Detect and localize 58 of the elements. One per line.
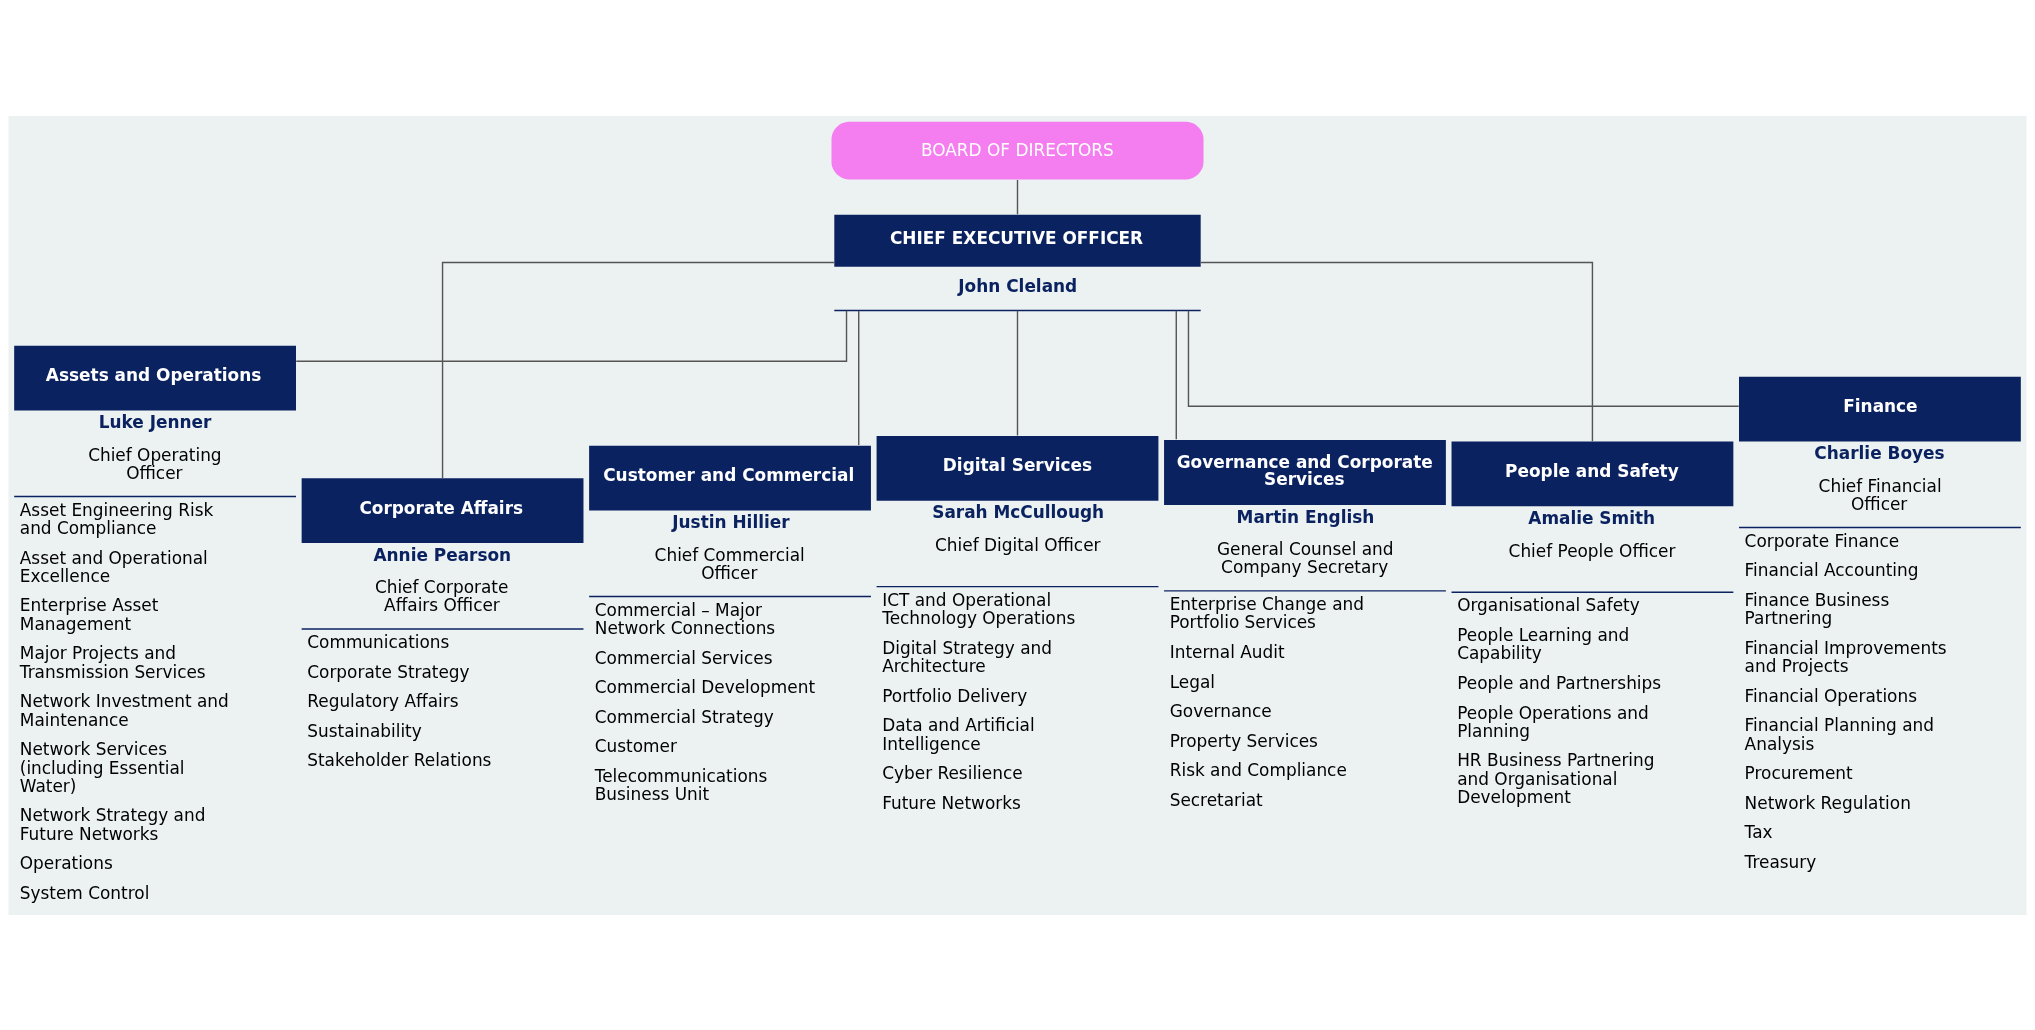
node-label: ICT and Operational Technology Operations bbox=[882, 589, 1076, 628]
node-label: Enterprise Change and Portfolio Services bbox=[1169, 593, 1364, 632]
node-label: Commercial Services bbox=[594, 647, 773, 668]
node-label: Network Strategy and Future Networks bbox=[19, 804, 206, 844]
node-label: Regulatory Affairs bbox=[307, 690, 459, 711]
node-label: Major Projects and Transmission Services bbox=[19, 642, 206, 682]
node-label: Cyber Resilience bbox=[882, 762, 1023, 783]
node-label: Digital Strategy and Architecture bbox=[882, 637, 1053, 676]
node-label: Financial Accounting bbox=[1744, 559, 1919, 580]
node-label: Risk and Compliance bbox=[1169, 759, 1347, 780]
node-label: Commercial Strategy bbox=[594, 706, 774, 727]
node-label: Secretariat bbox=[1169, 789, 1263, 810]
node-label: Network Services (including Essential Water) bbox=[19, 738, 185, 796]
node-label: John Cleland bbox=[958, 275, 1078, 296]
node-label: Property Services bbox=[1169, 730, 1318, 751]
node-label: Stakeholder Relations bbox=[307, 749, 492, 770]
node-label: Commercial – Major Network Connections bbox=[594, 599, 776, 638]
node-label: HR Business Partnering and Organisational Development bbox=[1457, 749, 1655, 807]
node-label: Tax bbox=[1744, 821, 1773, 842]
node-label: Asset and Operational Excellence bbox=[19, 547, 208, 586]
node-label: Customer bbox=[594, 735, 677, 756]
connector bbox=[858, 309, 860, 446]
node-label: Governance bbox=[1169, 700, 1272, 721]
node-label: Data and Artificial Intelligence bbox=[882, 714, 1035, 754]
connector bbox=[441, 261, 835, 479]
connector bbox=[1016, 309, 1019, 436]
node-label: Organisational Safety bbox=[1457, 594, 1640, 615]
node-label: Future Networks bbox=[882, 792, 1021, 813]
node-label: Procurement bbox=[1744, 762, 1853, 783]
node-label: Sustainability bbox=[307, 720, 422, 741]
node-label: Enterprise Asset Management bbox=[19, 594, 159, 634]
node-label: Operations bbox=[19, 852, 113, 873]
node-label: People Operations and Planning bbox=[1457, 702, 1649, 741]
node-label: Network Regulation bbox=[1744, 792, 1911, 813]
connector bbox=[1016, 178, 1019, 215]
connector bbox=[1187, 309, 1740, 407]
node-label: People Learning and Capability bbox=[1457, 624, 1630, 663]
node-label: Portfolio Delivery bbox=[882, 685, 1028, 706]
node-label: People and Partnerships bbox=[1457, 672, 1662, 693]
node-label: Corporate Strategy bbox=[307, 661, 470, 682]
node-box: BOARD OF DIRECTORS bbox=[831, 121, 1204, 179]
connector bbox=[295, 309, 848, 362]
connector bbox=[1200, 261, 1594, 442]
node-label: Finance Business Partnering bbox=[1744, 589, 1890, 628]
node-label: Financial Operations bbox=[1744, 685, 1917, 706]
connector bbox=[1175, 309, 1177, 440]
node-label: Communications bbox=[307, 631, 450, 652]
node-label: Asset Engineering Risk and Compliance bbox=[19, 499, 214, 538]
node-label: System Control bbox=[19, 882, 150, 903]
node-label: Internal Audit bbox=[1169, 641, 1285, 662]
node-label: Financial Planning and Analysis bbox=[1744, 714, 1935, 754]
node-label: Commercial Development bbox=[594, 676, 816, 697]
node-label: Corporate Finance bbox=[1744, 530, 1900, 551]
node-label: Network Investment and Maintenance bbox=[19, 690, 229, 730]
node-label: Financial Improvements and Projects bbox=[1744, 637, 1947, 676]
node-label: Legal bbox=[1169, 671, 1215, 692]
node-label: Treasury bbox=[1744, 851, 1817, 872]
node-label: Telecommunications Business Unit bbox=[594, 765, 768, 804]
